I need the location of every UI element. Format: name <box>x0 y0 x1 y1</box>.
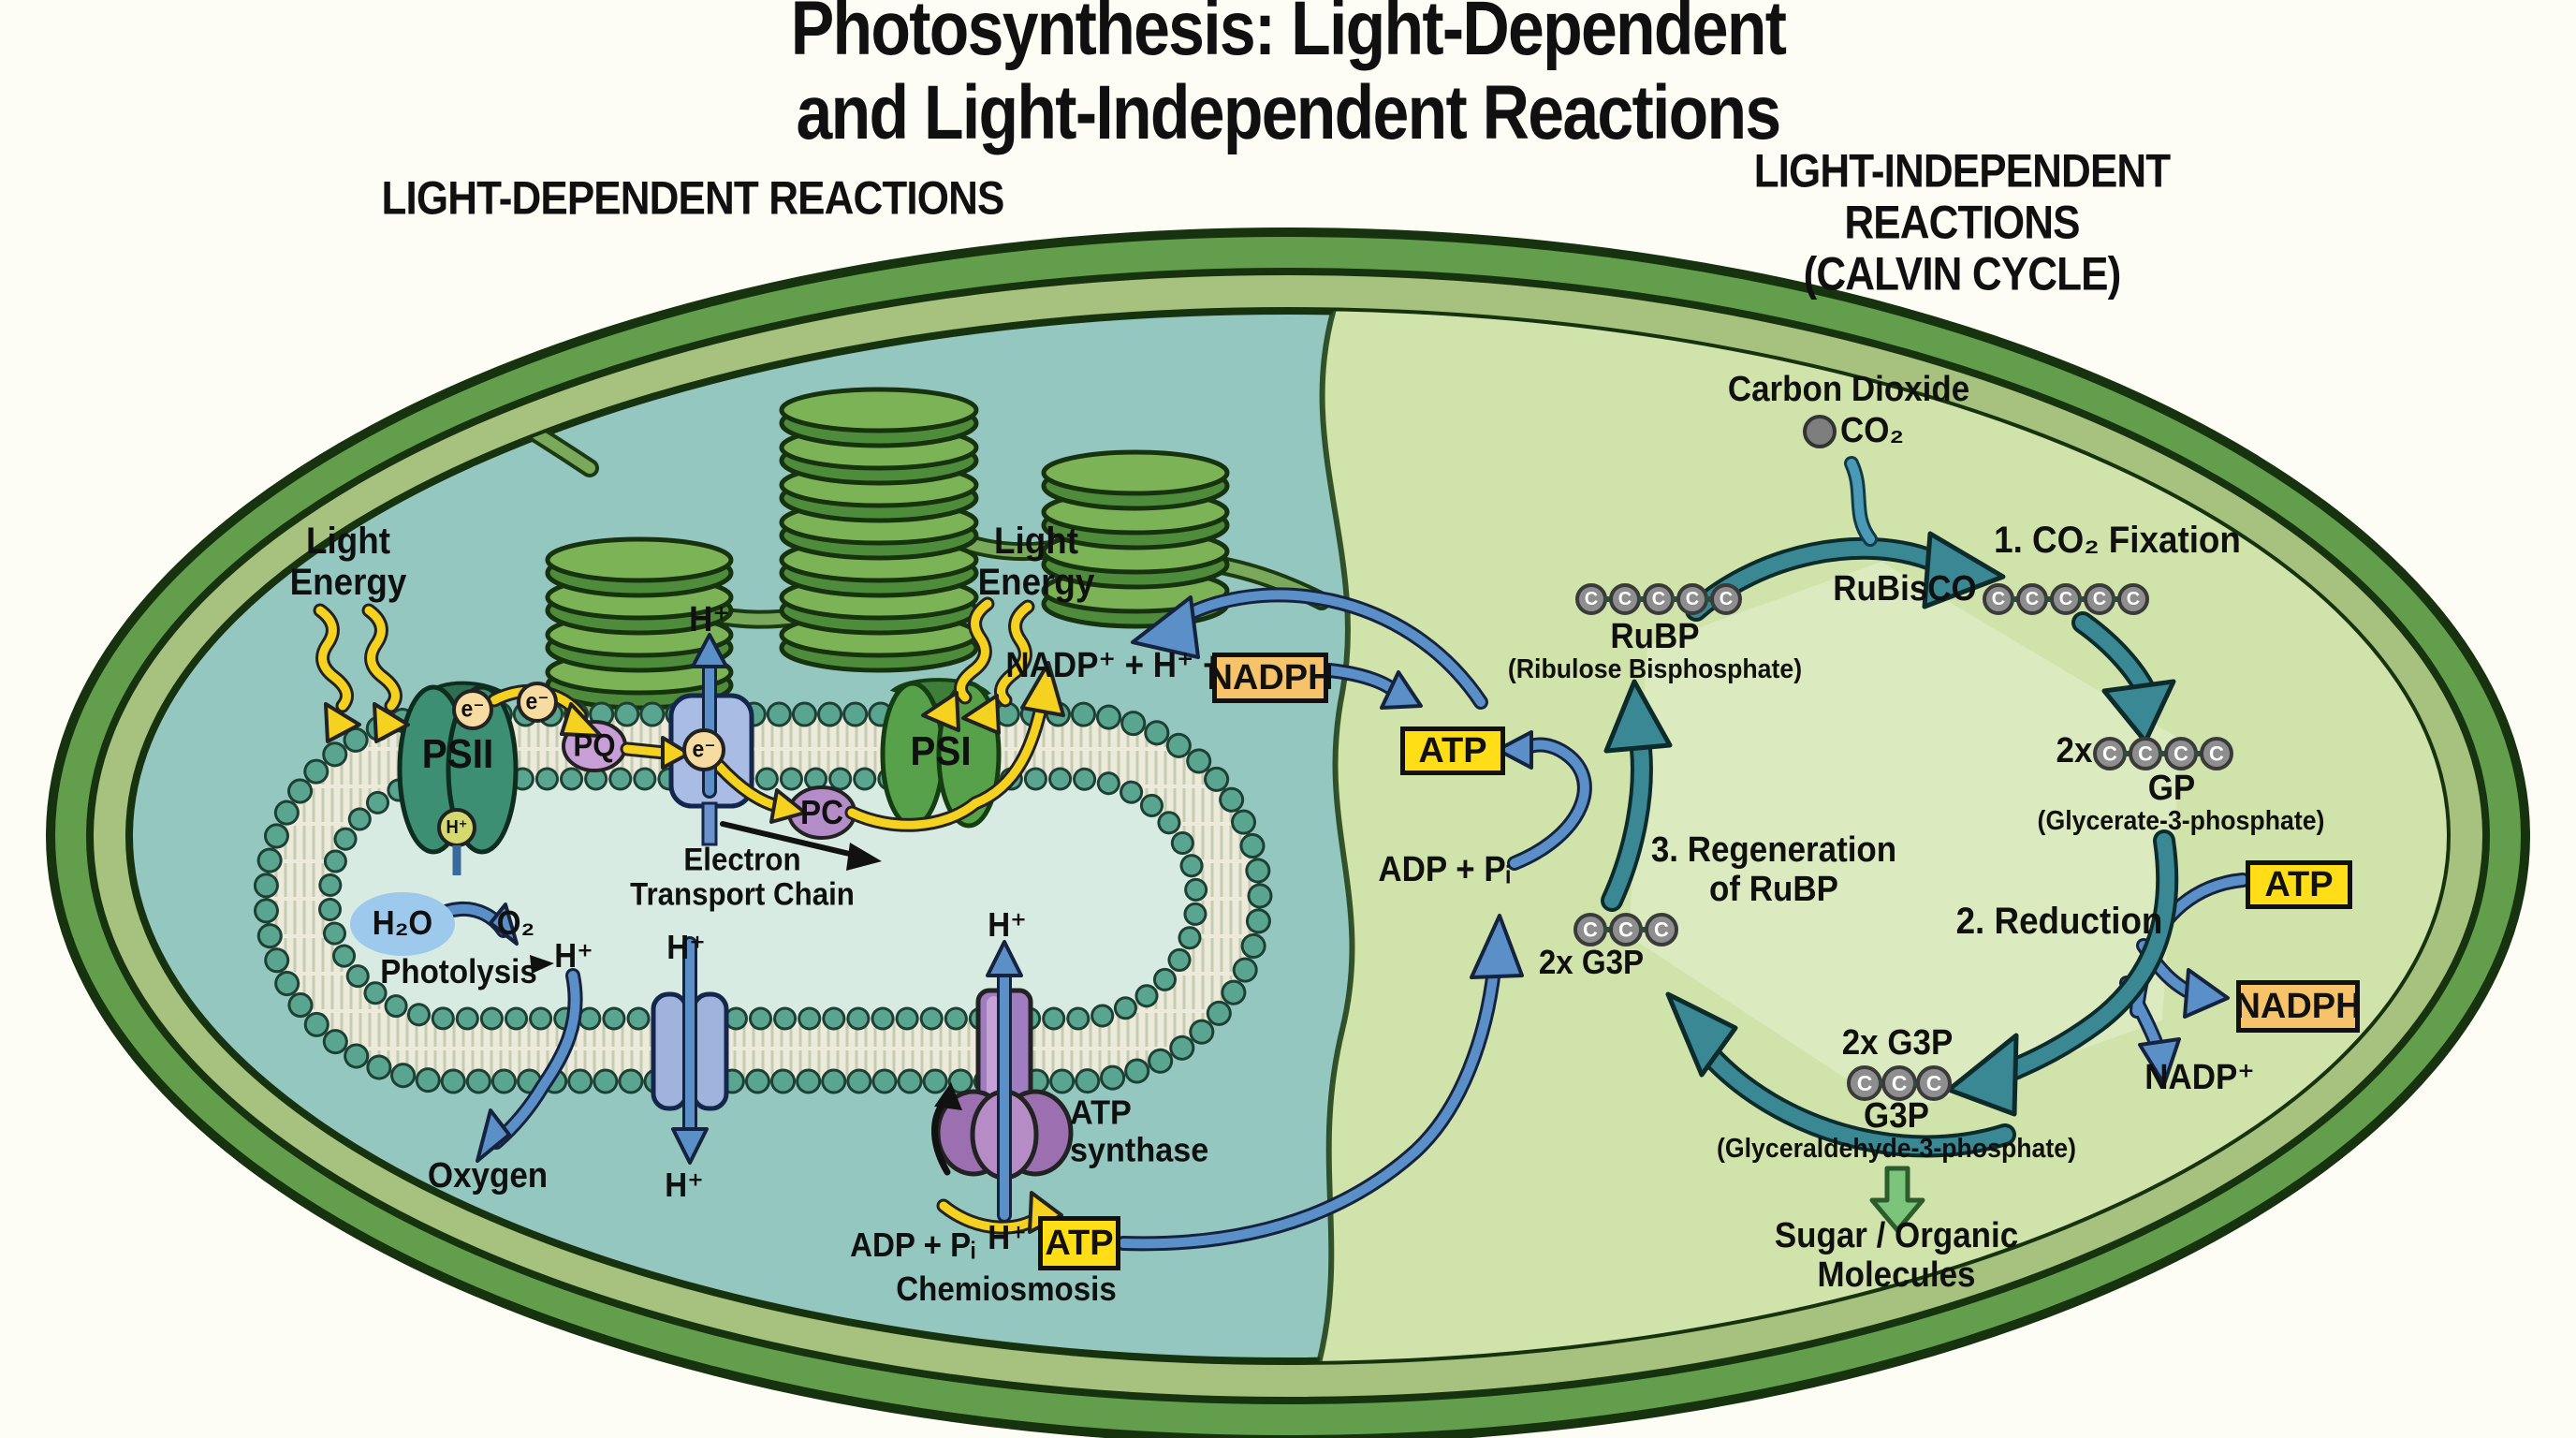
svg-text:C: C <box>1652 589 1665 609</box>
electron-token <box>517 682 558 723</box>
nadp-plus-label: NADP⁺ <box>2144 1058 2255 1098</box>
photolysis-arrow <box>530 955 554 974</box>
svg-text:C: C <box>1686 589 1699 609</box>
photolysis-label: Photolysis <box>380 952 537 991</box>
reduction-label: 2. Reduction <box>1955 901 2163 942</box>
atp-box-chemiosmosis: ATP <box>1038 1216 1120 1270</box>
electron-path-arrows <box>487 661 1065 1235</box>
psi-label: PSI <box>910 727 972 774</box>
atp-box-reduction: ATP <box>2246 860 2352 909</box>
svg-text:C: C <box>1618 589 1632 609</box>
svg-text:C: C <box>2127 589 2140 609</box>
svg-text:C: C <box>1654 918 1669 942</box>
svg-text:C: C <box>2138 742 2153 766</box>
nadph-box-reduction: NADPH <box>2234 980 2362 1033</box>
gp-label: GP <box>2147 769 2196 809</box>
svg-text:C: C <box>1992 589 2005 609</box>
co2-label: CO₂ <box>1840 411 1904 451</box>
svg-text:C: C <box>2102 742 2117 766</box>
pq-label: PQ <box>573 727 616 764</box>
atp-synthase-label: ATP synthase <box>1070 1093 1209 1168</box>
gp-2x-label: 2x <box>2056 731 2093 771</box>
oxygen-label: Oxygen <box>427 1156 549 1196</box>
svg-text:C: C <box>1926 1071 1942 1095</box>
section-header-left: LIGHT-DEPENDENT REACTIONS <box>381 171 1005 225</box>
regeneration-label: 3. Regeneration of RuBP <box>1650 830 1897 909</box>
svg-text:C: C <box>2093 589 2106 609</box>
proton-flow-arrows <box>402 633 1524 1252</box>
psii-label: PSII <box>421 730 494 777</box>
thylakoid-lumen <box>329 779 1196 1019</box>
black-arrows <box>530 821 962 1176</box>
page-title: Photosynthesis: Light-Dependent and Ligh… <box>790 0 1787 155</box>
svg-text:C: C <box>1585 589 1598 609</box>
adp-pi-label: ADP + Pᵢ <box>850 1225 975 1265</box>
carbon-dioxide-label: Carbon Dioxide <box>1727 370 1970 410</box>
nadp-equation-label: NADP⁺ + H⁺ + <box>1005 646 1222 686</box>
h-plus-label: H⁺ <box>666 928 706 967</box>
g3p-left-label: 2x G3P <box>1538 943 1645 982</box>
fixation-label: 1. CO₂ Fixation <box>1994 520 2241 561</box>
adp-pi-cycle-label: ADP + Pᵢ <box>1378 850 1511 890</box>
granum-stack-right <box>1041 449 1230 629</box>
h-plus-label: H⁺ <box>988 905 1027 945</box>
chemiosmosis-label: Chemiosmosis <box>896 1269 1117 1309</box>
calvin-zone <box>1318 311 2447 1361</box>
svg-text:C: C <box>1720 589 1733 609</box>
svg-text:C: C <box>2209 742 2224 766</box>
pc-label: PC <box>799 793 844 832</box>
g3p-full-label: (Glyceraldehyde-3-phosphate) <box>1717 1134 2076 1165</box>
electron-token <box>682 728 725 771</box>
section-header-right: LIGHT-INDEPENDENT REACTIONS (CALVIN CYCL… <box>1753 144 2172 301</box>
sugar-arrow <box>1869 1166 1925 1233</box>
granum-stack-middle <box>779 387 979 673</box>
h2o-label: H₂O <box>372 903 433 943</box>
g3p-bottom-2x-label: 2x G3P <box>1841 1023 1954 1064</box>
h-plus-label: H⁺ <box>988 1218 1027 1257</box>
atp-box-cycle-input: ATP <box>1400 726 1505 775</box>
h-plus-label: H⁺ <box>554 936 593 976</box>
svg-text:C: C <box>1857 1071 1873 1095</box>
etc-label: Electron Transport Chain <box>630 842 855 913</box>
proton-channel <box>651 991 729 1111</box>
h-plus-label: H⁺ <box>689 600 730 640</box>
light-energy-label-2: Light Energy <box>977 521 1095 603</box>
svg-text:C: C <box>2026 589 2039 609</box>
rubisco-label: RuBisCO <box>1833 569 1977 609</box>
h-plus-label: H⁺ <box>446 817 468 838</box>
zone-divider <box>1315 311 1355 1361</box>
gp-full-label: (Glycerate-3-phosphate) <box>2037 806 2325 837</box>
svg-text:C: C <box>2059 589 2072 609</box>
co2-molecule-icon <box>1803 415 1837 448</box>
electron-token <box>452 689 493 730</box>
sugar-label: Sugar / Organic Molecules <box>1774 1216 2019 1295</box>
g3p-label: G3P <box>1864 1096 1929 1137</box>
electron-label: e⁻ <box>692 736 716 763</box>
o2-label: O₂ <box>496 903 535 943</box>
light-energy-label-1: Light Energy <box>289 521 407 603</box>
cycle-highlight <box>1629 562 2181 1114</box>
svg-text:C: C <box>2174 742 2188 766</box>
light-ray-icons <box>313 596 1035 743</box>
svg-text:C: C <box>1892 1071 1908 1095</box>
electron-label: e⁻ <box>461 696 485 723</box>
rubp-label: RuBP <box>1610 617 1700 657</box>
h-plus-label: H⁺ <box>665 1166 704 1205</box>
svg-text:C: C <box>1583 918 1598 942</box>
svg-text:C: C <box>1618 918 1633 942</box>
nadph-box-light: NADPH <box>1207 653 1334 703</box>
water-droplet <box>350 892 455 956</box>
rubp-full-label: (Ribulose Bisphosphate) <box>1507 654 1803 685</box>
electron-label: e⁻ <box>525 688 549 715</box>
